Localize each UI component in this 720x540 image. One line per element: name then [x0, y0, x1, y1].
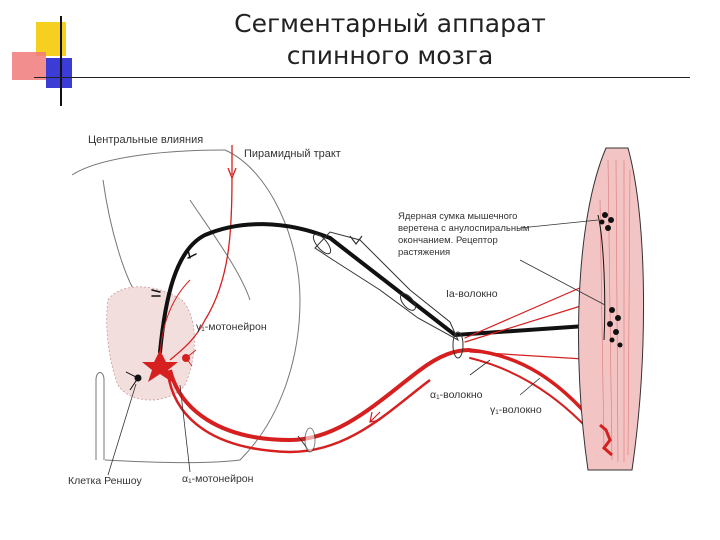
ia-sensory-fiber	[151, 222, 602, 354]
label-central-influences: Центральные влияния	[88, 134, 203, 146]
slide-title-line2: спинного мозга	[286, 41, 494, 70]
corner-vertical-line	[60, 16, 62, 106]
slide-title-line1: Сегментарный аппарат	[234, 9, 546, 38]
leader-lines	[107, 219, 606, 476]
slide-title: Сегментарный аппарат спинного мозга	[150, 8, 630, 72]
ventral-root	[166, 331, 471, 454]
spindle-receptor	[599, 212, 623, 457]
dorsal-root	[312, 231, 460, 342]
label-spindle-4: растяжения	[398, 247, 450, 258]
label-gamma-motoneuron: γ₁-мотонейрон	[196, 321, 267, 333]
label-pyramidal-tract: Пирамидный тракт	[244, 148, 341, 160]
grey-matter	[106, 286, 195, 401]
label-alpha-motoneuron: α₁-мотонейрон	[182, 473, 254, 485]
title-underline	[34, 77, 690, 78]
label-alpha-fiber: α₁-волокно	[430, 389, 483, 401]
renshaw-cell	[125, 371, 142, 391]
label-gamma-fiber: γ₁-волокно	[490, 404, 542, 416]
label-spindle-1: Ядерная сумка мышечного	[398, 211, 517, 222]
label-spindle-3: окончанием. Рецептор	[398, 235, 498, 246]
label-renshaw-cell: Клетка Реншоу	[68, 475, 142, 487]
corner-blue-square	[46, 58, 72, 88]
alpha-motoneuron-cell	[142, 279, 191, 382]
corner-red-square	[12, 52, 46, 80]
pyramidal-tract-line	[169, 145, 237, 361]
label-spindle-2: веретена с анулоспиральным	[398, 223, 529, 234]
gamma-motoneuron-cell	[182, 349, 197, 367]
label-ia-fiber: Ia-волокно	[446, 288, 498, 300]
